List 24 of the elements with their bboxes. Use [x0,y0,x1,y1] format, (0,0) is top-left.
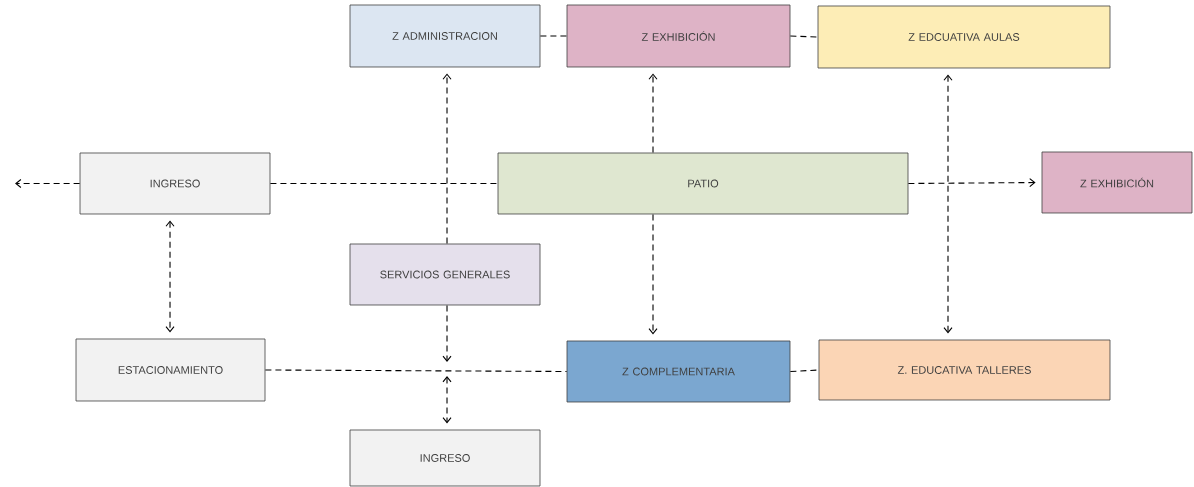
connector [907,178,1036,188]
connector [15,178,81,189]
connector [264,369,568,373]
connector [442,73,452,245]
zone-box: INGRESO [349,429,541,487]
connector [539,35,568,37]
connector [165,220,175,333]
zone-box: Z EDCUATIVA AULAS [817,5,1111,69]
zone-box: Z EXHIBICIÓN [566,4,791,68]
connector [269,182,499,185]
zone-box: Z COMPLEMENTARIA [566,340,791,403]
connector [789,35,819,38]
connector [648,213,658,335]
connector [442,376,452,424]
zone-box: INGRESO [79,152,271,215]
zone-box: PATIO [497,152,909,215]
connector [442,304,452,362]
zone-box: Z. EDUCATIVA TALLERES [818,339,1111,401]
zone-box: SERVICIOS GENERALES [349,243,541,306]
zone-box: ESTACIONAMIENTO [75,338,266,402]
zone-box: Z EXHIBICIÓN [1041,151,1193,214]
connector [943,74,953,334]
connector [648,73,658,154]
zone-box: Z ADMINISTRACION [349,4,541,68]
